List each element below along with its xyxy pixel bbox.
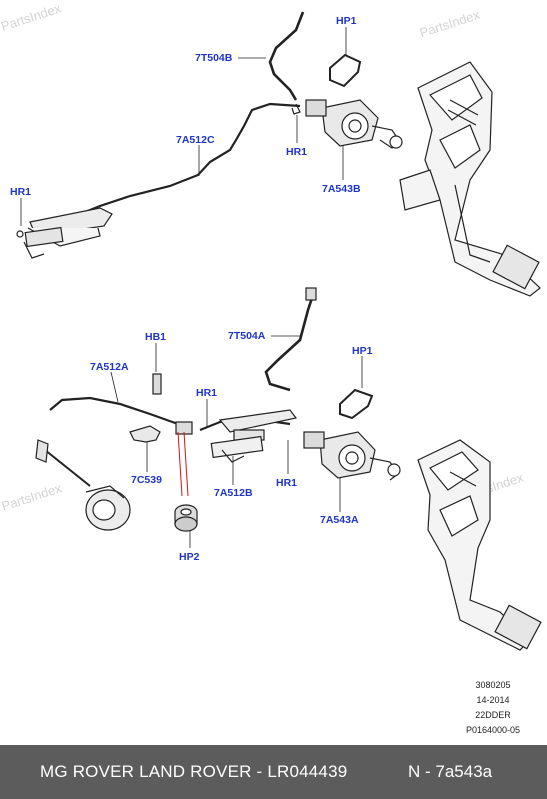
bottom-bush [174, 504, 198, 532]
callout-hp1-top: HP1 [336, 15, 357, 27]
top-pressure-pipe [79, 102, 301, 216]
ref-line-3: 22DDER [475, 710, 511, 720]
top-leaders [20, 27, 347, 226]
callout-hr1-top-right: HR1 [286, 146, 307, 158]
bottom-seal [339, 388, 374, 420]
ref-line-4: P0164000-05 [465, 725, 521, 735]
bottom-release-bearing [35, 439, 131, 531]
callout-7t504b: 7T504B [195, 52, 233, 64]
watermark-top-right: PartsIndex [418, 7, 482, 41]
bottom-hose-end [305, 287, 317, 301]
callout-7a512c: 7A512C [176, 134, 215, 146]
callout-hr1-top-left: HR1 [10, 186, 31, 198]
hp2-indicator-lines [177, 431, 189, 497]
top-clip [291, 103, 301, 115]
bottom-pipe-b-body [210, 409, 298, 463]
watermark-mid-left: PartsIndex [0, 480, 64, 514]
watermark-top-left: PartsIndex [0, 0, 63, 34]
callout-7t504a: 7T504A [228, 330, 266, 342]
ref-line-2: 14-2014 [476, 695, 510, 705]
ref-line-1: 3080205 [475, 680, 511, 690]
parts-diagram: PartsIndex PartsIndex PartsIndex PartsIn… [0, 0, 542, 651]
bottom-reservoir-hose [264, 291, 316, 392]
bottom-leaders [110, 335, 363, 548]
bottom-bolt [152, 373, 162, 395]
callout-hb1: HB1 [145, 331, 166, 343]
callout-hp2: HP2 [179, 551, 200, 563]
callout-7a512a: 7A512A [90, 361, 129, 373]
bottom-bracket [129, 425, 161, 443]
callout-hp1-bottom: HP1 [352, 345, 373, 357]
top-clutch-pedal [399, 61, 541, 297]
callout-hr1-bottom-mid: HR1 [196, 387, 217, 399]
bottom-pipe-a [49, 396, 179, 426]
bottom-master-cylinder [303, 431, 401, 481]
callout-7a512b: 7A512B [214, 487, 253, 499]
callout-7a543b: 7A543B [322, 183, 361, 195]
footer-bar: MG ROVER LAND ROVER - LR044439 N - 7a543… [0, 745, 547, 799]
top-reservoir-hose [268, 11, 305, 101]
bottom-clutch-pedal [417, 439, 542, 651]
footer-brand-part: MG ROVER LAND ROVER - LR044439 [40, 762, 348, 781]
callout-7c539: 7C539 [131, 474, 162, 486]
bottom-assembly [35, 287, 542, 651]
top-seal [329, 53, 362, 88]
footer-catalog-number: N - 7a543a [408, 762, 493, 781]
top-slave-hose-end [16, 207, 113, 259]
top-assembly [16, 11, 541, 297]
callout-hr1-bottom-right: HR1 [276, 477, 297, 489]
callout-7a543a: 7A543A [320, 514, 359, 526]
top-master-cylinder [305, 99, 403, 149]
